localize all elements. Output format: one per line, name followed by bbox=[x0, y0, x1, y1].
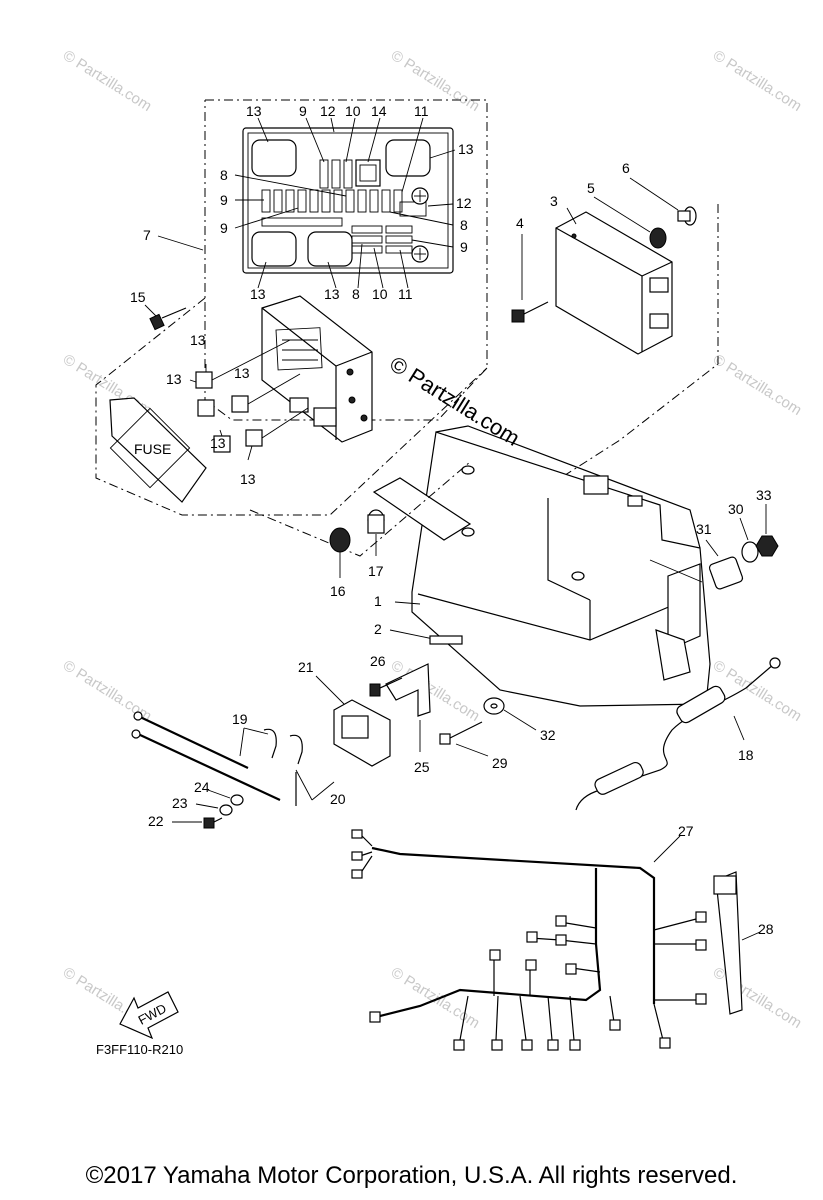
callout-13: 13 bbox=[240, 471, 256, 487]
callout-10: 10 bbox=[372, 286, 388, 302]
copyright-notice: ©2017 Yamaha Motor Corporation, U.S.A. A… bbox=[85, 1162, 738, 1189]
callout-14: 14 bbox=[371, 103, 387, 119]
callout-26: 26 bbox=[370, 653, 386, 669]
callout-33: 33 bbox=[756, 487, 772, 503]
callout-3: 3 bbox=[550, 193, 558, 209]
callout-31: 31 bbox=[696, 521, 712, 537]
callout-9: 9 bbox=[460, 239, 468, 255]
callout-15: 15 bbox=[130, 289, 146, 305]
callout-13: 13 bbox=[234, 365, 250, 381]
battery-cable-group: 19 20 24 23 22 bbox=[131, 711, 346, 829]
callout-23: 23 bbox=[172, 795, 188, 811]
callout-13: 13 bbox=[324, 286, 340, 302]
watermark-main: © Partzilla.com bbox=[385, 351, 524, 451]
callout-29: 29 bbox=[492, 755, 508, 771]
callout-5: 5 bbox=[587, 180, 595, 196]
spacer-nut-group: 31 30 33 bbox=[696, 487, 779, 590]
callout-18: 18 bbox=[738, 747, 754, 763]
watermark: © Partzilla.com bbox=[710, 47, 805, 115]
callout-10: 10 bbox=[345, 103, 361, 119]
callout-12: 12 bbox=[320, 103, 336, 119]
watermark: © Partzilla.com bbox=[388, 47, 483, 115]
callout-32: 32 bbox=[540, 727, 556, 743]
callout-6: 6 bbox=[622, 160, 630, 176]
callout-9: 9 bbox=[220, 192, 228, 208]
fwd-arrow-icon: FWD bbox=[119, 991, 179, 1040]
fuse-lid-label: FUSE bbox=[134, 441, 171, 457]
callout-12: 12 bbox=[456, 195, 472, 211]
callout-9: 9 bbox=[220, 220, 228, 236]
callout-22: 22 bbox=[148, 813, 164, 829]
callout-27: 27 bbox=[678, 823, 694, 839]
callout-13: 13 bbox=[166, 371, 182, 387]
watermark: © Partzilla.com bbox=[388, 964, 483, 1032]
callout-30: 30 bbox=[728, 501, 744, 517]
callout-17: 17 bbox=[368, 563, 384, 579]
fuse-grid bbox=[261, 159, 427, 254]
wire-harness-27: 27 bbox=[351, 823, 707, 1051]
fuse-box-detail: 13 9 12 10 14 11 13 8 9 9 12 8 9 13 13 8… bbox=[95, 99, 488, 516]
relay-group bbox=[189, 339, 309, 461]
callout-16: 16 bbox=[330, 583, 346, 599]
callout-8: 8 bbox=[460, 217, 468, 233]
callout-13: 13 bbox=[210, 435, 226, 451]
callout-2: 2 bbox=[374, 621, 382, 637]
callout-25: 25 bbox=[414, 759, 430, 775]
callout-20: 20 bbox=[330, 791, 346, 807]
callout-28: 28 bbox=[758, 921, 774, 937]
diagram-code: F3FF110-R210 bbox=[96, 1042, 183, 1057]
callout-9: 9 bbox=[299, 103, 307, 119]
callout-8: 8 bbox=[220, 167, 228, 183]
cable-tie-28: 28 bbox=[713, 871, 774, 1015]
callout-13: 13 bbox=[250, 286, 266, 302]
watermark: © Partzilla.com bbox=[710, 657, 805, 725]
ecu-unit: 3 4 5 6 bbox=[511, 160, 719, 487]
callout-8: 8 bbox=[352, 286, 360, 302]
callout-24: 24 bbox=[194, 779, 210, 795]
starter-relay-group: 21 25 26 29 32 bbox=[298, 653, 556, 775]
cable-18: 18 bbox=[575, 559, 781, 811]
callout-4: 4 bbox=[516, 215, 524, 231]
callout-21: 21 bbox=[298, 659, 314, 675]
watermark: © Partzilla.com bbox=[710, 964, 805, 1032]
callout-13: 13 bbox=[190, 332, 206, 348]
callout-13: 13 bbox=[246, 103, 262, 119]
callout-1: 1 bbox=[374, 593, 382, 609]
grommet-collar-16-17: 16 17 bbox=[249, 461, 471, 599]
watermark: © Partzilla.com bbox=[710, 351, 805, 419]
callout-7: 7 bbox=[143, 227, 151, 243]
callout-13: 13 bbox=[458, 141, 474, 157]
electrical-tray: 1 2 bbox=[372, 425, 711, 707]
callout-19: 19 bbox=[232, 711, 248, 727]
watermark: © Partzilla.com bbox=[60, 47, 155, 115]
callout-11: 11 bbox=[414, 103, 429, 119]
callout-11: 11 bbox=[398, 286, 413, 302]
